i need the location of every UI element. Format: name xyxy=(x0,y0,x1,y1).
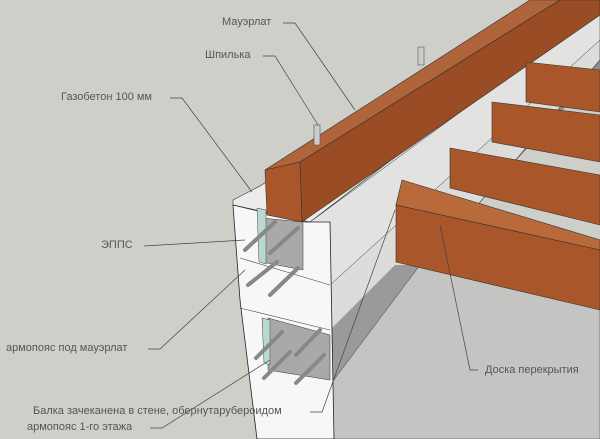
label-ring-beam-floor1: армопояс 1-го этажа xyxy=(27,421,133,433)
floor-boards xyxy=(395,61,600,311)
stud-back xyxy=(417,46,425,66)
stud-front xyxy=(313,124,321,146)
label-floor-board: Доска перекрытия xyxy=(485,364,579,376)
label-mauerlat: Мауэрлат xyxy=(222,16,272,28)
rebars xyxy=(243,220,326,385)
leader-lines xyxy=(143,22,478,429)
label-joist-embedded: Балка зачеканена в стене, обернутаруберо… xyxy=(33,405,282,417)
label-ring-beam-mauerlat: армопояс под мауэрлат xyxy=(6,342,128,354)
label-stud: Шпилька xyxy=(205,49,251,61)
label-xps: ЭППС xyxy=(101,239,133,251)
mauerlat-front xyxy=(264,161,303,223)
label-aerated-concrete: Газобетон 100 мм xyxy=(61,91,152,103)
